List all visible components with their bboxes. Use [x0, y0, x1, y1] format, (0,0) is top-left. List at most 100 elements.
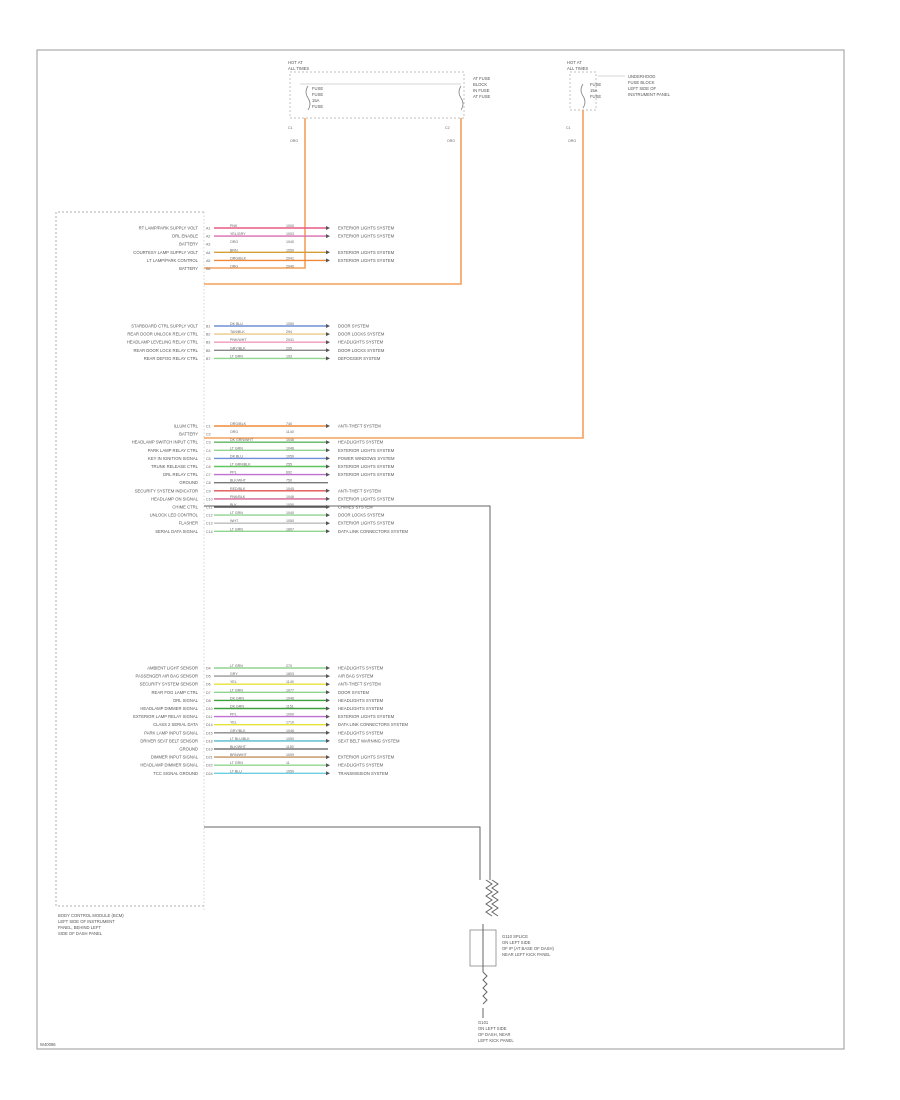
row-pin: D19: [206, 748, 213, 752]
fuse-1-desc-4: AT FUSE: [473, 94, 491, 99]
row-circuit: 1009: [286, 753, 294, 757]
row-destination: DOOR LOCKS SYSTEM: [338, 513, 385, 518]
splice-block: G110 SPLICE ON LEFT SIDE OF IP (AT BASE …: [469, 879, 554, 1018]
row-arrow: [326, 472, 330, 477]
row-wire-color: LT BLU: [230, 769, 242, 773]
row-wire-color: PNK/WHT: [230, 338, 247, 342]
row-wire-color: ORG: [230, 240, 238, 244]
row-destination: HEADLIGHTS SYSTEM: [338, 730, 384, 735]
row-label: KEY IN IGNITION SIGNAL: [148, 456, 199, 461]
row-label: BATTERY: [179, 242, 198, 247]
row-arrow: [326, 496, 330, 501]
row-wire-color: GRY/BLK: [230, 346, 246, 350]
row-label: DRL SIGNAL: [173, 698, 198, 703]
row-label: FLASHER: [179, 521, 198, 526]
row-pin: C7: [206, 473, 211, 477]
row-label: GROUND: [179, 480, 198, 485]
fuse-2-title-2: ALL TIMES: [567, 66, 588, 71]
row-arrow: [326, 666, 330, 670]
row-arrow: [326, 513, 330, 518]
row-pin: B2: [206, 333, 210, 337]
fuse-1-desc-1: AT FUSE: [473, 76, 491, 81]
row-circuit: 1000: [286, 224, 294, 228]
splice-label-4: NEAR LEFT KICK PANEL: [502, 952, 551, 957]
fuse-1-label-3: 15A: [312, 98, 320, 103]
row-circuit: 1003: [286, 232, 294, 236]
row-label: REAR FOG LAMP CTRL: [152, 690, 199, 695]
row-pin: A4: [206, 251, 210, 255]
row-label: AMBIENT LIGHT SENSOR: [147, 666, 198, 671]
fuse-2-pin-1: C1: [566, 126, 571, 130]
row-arrow: [326, 505, 330, 509]
row-wire-color: LT GRN: [230, 664, 243, 668]
fuse-2-desc-4: INSTRUMENT PANEL: [628, 92, 671, 97]
feed-wire-fuse1-a: [204, 118, 306, 269]
row-wire-color: LT GRN: [230, 688, 243, 692]
row-arrow: [326, 356, 330, 361]
row-label: REAR DOOR LOCK RELAY CTRL: [133, 348, 198, 353]
diagram-code: W40086: [40, 1042, 56, 1047]
fuse-2-label-1: FUSE: [590, 82, 601, 87]
row-circuit: 294: [286, 330, 292, 334]
row-destination: DOOR LOCKS SYSTEM: [338, 348, 385, 353]
row-pin: A6: [206, 267, 210, 271]
ground-desc-3: LEFT KICK PANEL: [478, 1038, 514, 1043]
row-pin: D4: [206, 667, 211, 671]
row-label: STARBOARD CTRL SUPPLY VOLT: [131, 324, 198, 329]
row-destination: SEAT BELT WARNING SYSTEM: [338, 738, 400, 743]
row-destination: HEADLIGHTS SYSTEM: [338, 666, 384, 671]
row-destination: ANTI-THEFT SYSTEM: [338, 682, 381, 687]
row-arrow: [326, 722, 330, 727]
row-arrow: [326, 340, 330, 345]
row-label: UNLOCK LED CONTROL: [150, 513, 199, 518]
fuse-1-label-2: FUSE: [312, 92, 323, 97]
splice-label-2: ON LEFT SIDE: [502, 940, 531, 945]
row-wire-color: DK GRN: [230, 696, 244, 700]
row-pin: A2: [206, 235, 210, 239]
row-circuit: 1803: [286, 672, 294, 676]
row-pin: B3: [206, 341, 210, 345]
row-circuit: 1040: [286, 511, 294, 515]
row-destination: EXTERIOR LIGHTS SYSTEM: [338, 448, 395, 453]
row-destination: HEADLIGHTS SYSTEM: [338, 706, 384, 711]
row-wire-color: BRN/WHT: [230, 753, 248, 757]
row-wire-color: LT GRN/BLK: [230, 463, 251, 467]
fuse-block-2: HOT AT ALL TIMES FUSE 15A FUSE UNDERHOOD…: [566, 60, 671, 143]
row-wire-color: YEL: [230, 680, 237, 684]
row-label: SECURITY SYSTEM SENSOR: [140, 682, 198, 687]
row-circuit: 740: [286, 422, 292, 426]
row-wire-color: PPL: [230, 713, 237, 717]
row-label: LT LAMP/PARK CONTROL: [147, 258, 199, 263]
row-circuit: 1046: [286, 495, 294, 499]
ground-desc-2: OF DASH, NEAR: [478, 1032, 511, 1037]
row-wire-color: WHT: [230, 519, 239, 523]
row-destination: EXTERIOR LIGHTS SYSTEM: [338, 521, 395, 526]
row-destination: EXTERIOR LIGHTS SYSTEM: [338, 258, 395, 263]
row-wire-color: BLK/WHT: [230, 745, 247, 749]
row-circuit: 1140: [286, 680, 294, 684]
row-pin: C12: [206, 514, 213, 518]
row-destination: DOOR LOCKS SYSTEM: [338, 332, 385, 337]
row-circuit: 295: [286, 346, 292, 350]
row-wire-color: GRY: [230, 672, 238, 676]
row-wire-color: LT GRN: [230, 527, 243, 531]
row-arrow: [326, 488, 330, 493]
fuse-1-desc-3: IN FUSE: [473, 88, 490, 93]
